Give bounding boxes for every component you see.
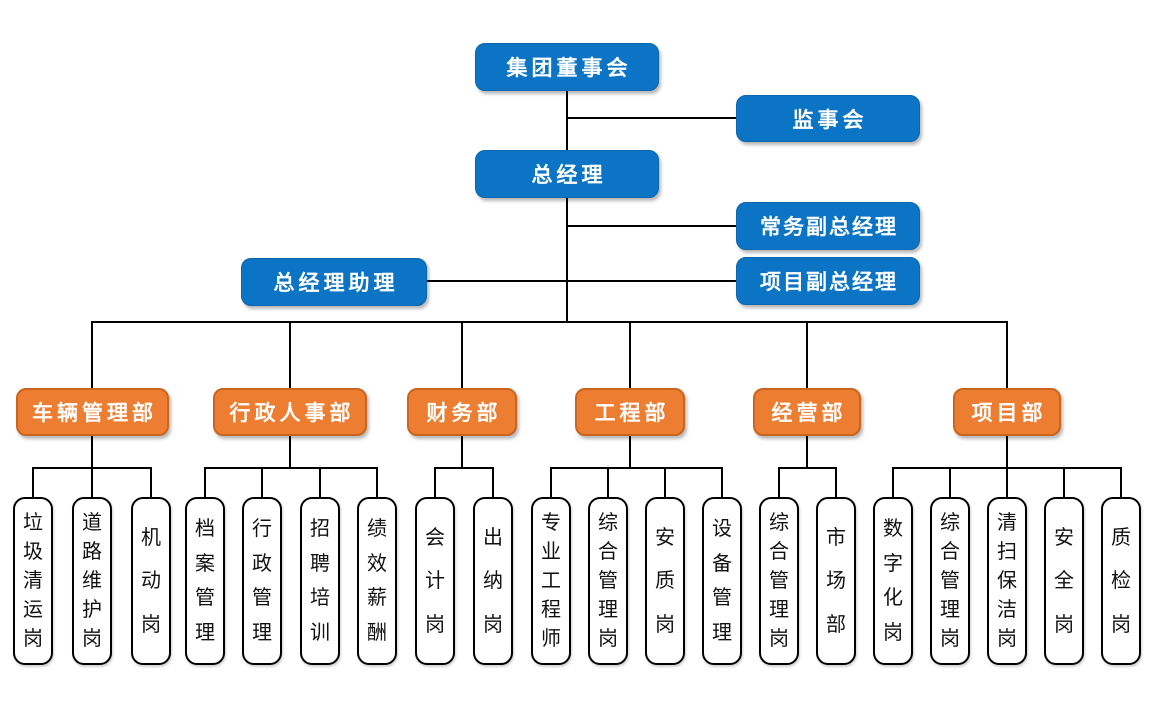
dept-operations: 经营部 [753, 388, 861, 436]
connector-leaf-drop [91, 467, 93, 497]
position-box: 出纳岗 [473, 497, 513, 665]
dept-project: 项目部 [953, 388, 1061, 436]
connector-to-exec-vgm [567, 225, 736, 227]
connector-leaf-bus [778, 467, 837, 469]
connector-leaf-drop [492, 467, 494, 497]
connector-leaf-bus [550, 467, 723, 469]
connector-leaf-drop [261, 467, 263, 497]
position-box: 专业工程师 [531, 497, 571, 665]
dept-engineering: 工程部 [575, 388, 685, 436]
connector-leaf-bus [434, 467, 494, 469]
connector-leaf-drop [1063, 467, 1065, 497]
position-box: 道路维护岗 [72, 497, 112, 665]
connector-leaf-drop [778, 467, 780, 497]
connector-dept-to-bus [289, 436, 291, 469]
position-box: 会计岗 [415, 497, 455, 665]
position-box: 综合管理岗 [930, 497, 970, 665]
connector-dept-drop [806, 321, 808, 388]
node-general-manager: 总经理 [475, 150, 659, 198]
node-supervisory: 监事会 [736, 95, 920, 142]
connector-leaf-drop [434, 467, 436, 497]
connector-dept-to-bus [806, 436, 808, 469]
connector-leaf-drop [607, 467, 609, 497]
position-box: 行政管理 [242, 497, 282, 665]
connector-dept-to-bus [91, 436, 93, 469]
position-box: 综合管理岗 [588, 497, 628, 665]
connector-leaf-drop [319, 467, 321, 497]
connector-leaf-drop [550, 467, 552, 497]
connector-leaf-drop [1120, 467, 1122, 497]
position-box: 档案管理 [185, 497, 225, 665]
connector-dept-to-bus [1006, 436, 1008, 469]
connector-dept-drop [629, 321, 631, 388]
dept-finance: 财务部 [407, 388, 517, 436]
node-board: 集团董事会 [475, 43, 659, 91]
node-executive-deputy-gm: 常务副总经理 [736, 202, 920, 250]
connector-leaf-drop [949, 467, 951, 497]
node-project-deputy-gm: 项目副总经理 [736, 257, 920, 305]
connector-dept-to-bus [461, 436, 463, 469]
position-box: 安质岗 [645, 497, 685, 665]
position-box: 垃圾清运岗 [13, 497, 53, 665]
connector-leaf-drop [1006, 467, 1008, 497]
connector-dept-drop [91, 321, 93, 388]
position-box: 设备管理 [702, 497, 742, 665]
connector-dept-to-bus [629, 436, 631, 469]
connector-assistant-to-project-vgm [427, 280, 736, 282]
node-gm-assistant: 总经理助理 [241, 258, 427, 306]
connector-main-bus [91, 321, 1008, 323]
connector-leaf-drop [892, 467, 894, 497]
position-box: 绩效薪酬 [357, 497, 397, 665]
connector-leaf-drop [835, 467, 837, 497]
dept-vehicle-management: 车辆管理部 [16, 388, 169, 436]
connector-leaf-drop [150, 467, 152, 497]
connector-dept-drop [1006, 321, 1008, 388]
position-box: 清扫保洁岗 [987, 497, 1027, 665]
position-box: 安全岗 [1044, 497, 1084, 665]
connector-to-supervisory [567, 117, 736, 119]
position-box: 综合管理岗 [759, 497, 799, 665]
position-box: 招聘培训 [300, 497, 340, 665]
connector-leaf-drop [32, 467, 34, 497]
position-box: 质检岗 [1101, 497, 1141, 665]
connector-dept-drop [461, 321, 463, 388]
position-box: 市场部 [816, 497, 856, 665]
position-box: 机动岗 [131, 497, 171, 665]
dept-admin-hr: 行政人事部 [213, 388, 367, 436]
connector-dept-drop [289, 321, 291, 388]
connector-gm-trunk [566, 197, 568, 323]
connector-leaf-drop [376, 467, 378, 497]
position-box: 数字化岗 [873, 497, 913, 665]
connector-leaf-bus [204, 467, 378, 469]
connector-leaf-drop [721, 467, 723, 497]
connector-leaf-drop [204, 467, 206, 497]
connector-board-to-gm [566, 90, 568, 151]
connector-leaf-drop [664, 467, 666, 497]
